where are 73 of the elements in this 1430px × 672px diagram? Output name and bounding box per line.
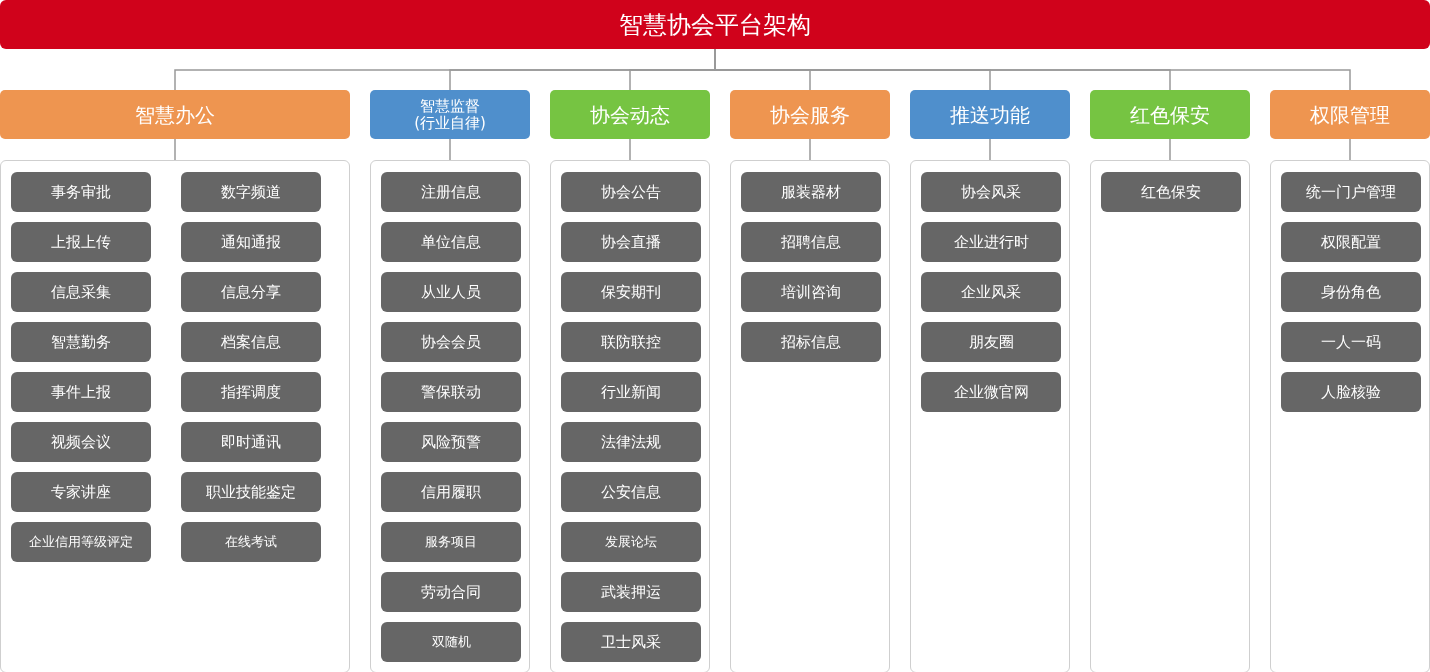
menu-item: 公安信息 bbox=[561, 472, 701, 512]
category-header: 红色保安 bbox=[1090, 90, 1250, 139]
connector-line bbox=[174, 138, 176, 161]
menu-item: 专家讲座 bbox=[11, 472, 151, 512]
column-panel bbox=[1090, 160, 1250, 672]
menu-item: 权限配置 bbox=[1281, 222, 1421, 262]
connector-line bbox=[1349, 138, 1351, 161]
column-panel bbox=[910, 160, 1070, 672]
menu-item: 注册信息 bbox=[381, 172, 521, 212]
menu-item: 上报上传 bbox=[11, 222, 151, 262]
connector-line bbox=[629, 138, 631, 161]
category-header: 权限管理 bbox=[1270, 90, 1430, 139]
menu-item: 服务项目 bbox=[381, 522, 521, 562]
menu-item: 法律法规 bbox=[561, 422, 701, 462]
menu-item: 统一门户管理 bbox=[1281, 172, 1421, 212]
menu-item: 信息采集 bbox=[11, 272, 151, 312]
menu-item: 即时通讯 bbox=[181, 422, 321, 462]
menu-item: 双随机 bbox=[381, 622, 521, 662]
menu-item: 服装器材 bbox=[741, 172, 881, 212]
menu-item: 从业人员 bbox=[381, 272, 521, 312]
column-panel bbox=[550, 160, 710, 672]
menu-item: 人脸核验 bbox=[1281, 372, 1421, 412]
column-panel bbox=[730, 160, 890, 672]
menu-item: 卫士风采 bbox=[561, 622, 701, 662]
menu-item: 档案信息 bbox=[181, 322, 321, 362]
connector-line bbox=[1169, 138, 1171, 161]
menu-item: 红色保安 bbox=[1101, 172, 1241, 212]
category-header: 协会服务 bbox=[730, 90, 890, 139]
menu-item: 企业微官网 bbox=[921, 372, 1061, 412]
menu-item: 警保联动 bbox=[381, 372, 521, 412]
menu-item: 劳动合同 bbox=[381, 572, 521, 612]
category-header: 推送功能 bbox=[910, 90, 1070, 139]
category-header: 智慧办公 bbox=[0, 90, 350, 139]
menu-item: 武装押运 bbox=[561, 572, 701, 612]
menu-item: 职业技能鉴定 bbox=[181, 472, 321, 512]
menu-item: 信用履职 bbox=[381, 472, 521, 512]
category-header: 智慧监督(行业自律) bbox=[370, 90, 530, 139]
connector-line bbox=[989, 138, 991, 161]
menu-item: 通知通报 bbox=[181, 222, 321, 262]
menu-item: 招标信息 bbox=[741, 322, 881, 362]
menu-item: 指挥调度 bbox=[181, 372, 321, 412]
column-panel bbox=[1270, 160, 1430, 672]
menu-item: 企业进行时 bbox=[921, 222, 1061, 262]
connector-line bbox=[809, 138, 811, 161]
menu-item: 单位信息 bbox=[381, 222, 521, 262]
menu-item: 一人一码 bbox=[1281, 322, 1421, 362]
column-panel bbox=[370, 160, 530, 672]
menu-item: 培训咨询 bbox=[741, 272, 881, 312]
menu-item: 信息分享 bbox=[181, 272, 321, 312]
connector-line bbox=[449, 138, 451, 161]
menu-item: 在线考试 bbox=[181, 522, 321, 562]
menu-item: 数字频道 bbox=[181, 172, 321, 212]
menu-item: 企业风采 bbox=[921, 272, 1061, 312]
menu-item: 发展论坛 bbox=[561, 522, 701, 562]
menu-item: 事务审批 bbox=[11, 172, 151, 212]
menu-item: 企业信用等级评定 bbox=[11, 522, 151, 562]
menu-item: 智慧勤务 bbox=[11, 322, 151, 362]
menu-item: 协会会员 bbox=[381, 322, 521, 362]
title-banner: 智慧协会平台架构 bbox=[0, 0, 1430, 49]
column-panel bbox=[0, 160, 350, 672]
menu-item: 事件上报 bbox=[11, 372, 151, 412]
menu-item: 风险预警 bbox=[381, 422, 521, 462]
menu-item: 协会公告 bbox=[561, 172, 701, 212]
menu-item: 协会直播 bbox=[561, 222, 701, 262]
menu-item: 协会风采 bbox=[921, 172, 1061, 212]
menu-item: 保安期刊 bbox=[561, 272, 701, 312]
menu-item: 招聘信息 bbox=[741, 222, 881, 262]
menu-item: 身份角色 bbox=[1281, 272, 1421, 312]
menu-item: 联防联控 bbox=[561, 322, 701, 362]
menu-item: 行业新闻 bbox=[561, 372, 701, 412]
menu-item: 朋友圈 bbox=[921, 322, 1061, 362]
category-header: 协会动态 bbox=[550, 90, 710, 139]
menu-item: 视频会议 bbox=[11, 422, 151, 462]
